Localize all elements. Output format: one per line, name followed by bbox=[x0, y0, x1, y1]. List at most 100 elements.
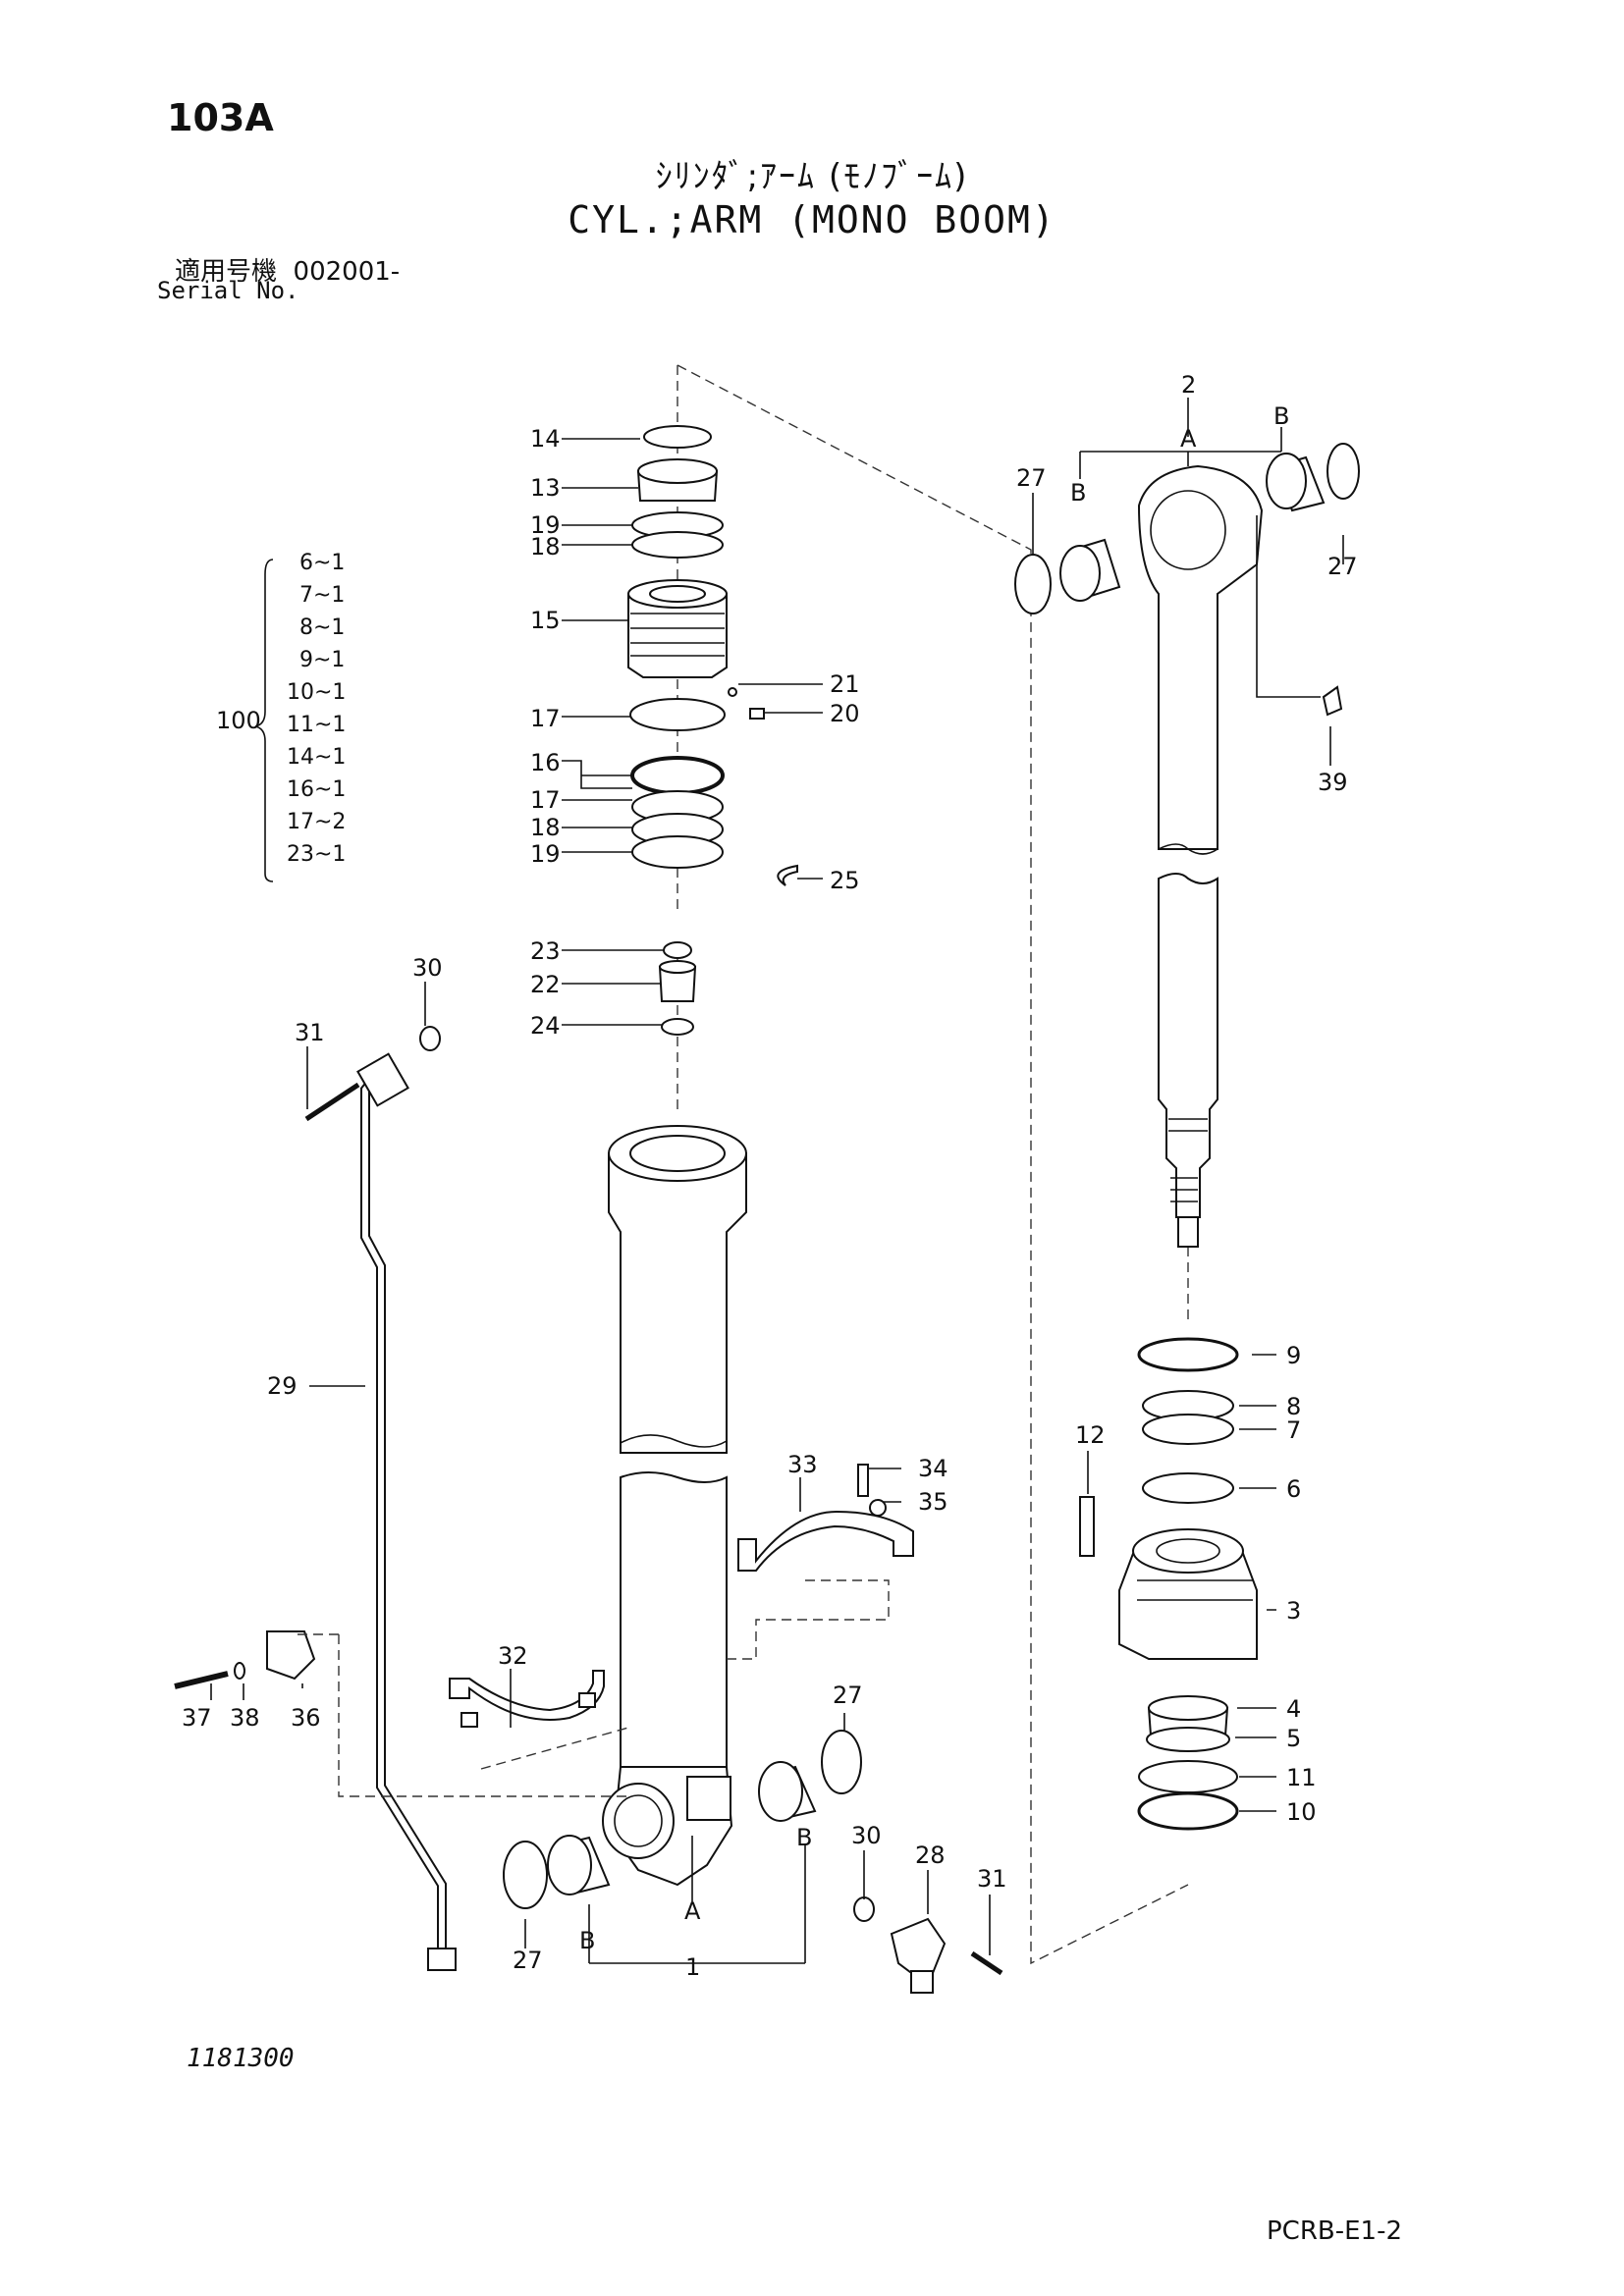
kit-item: 6~1 bbox=[299, 551, 345, 575]
kit-item: 8~1 bbox=[299, 615, 345, 640]
part-22-bushing bbox=[658, 960, 697, 1002]
part-bushing-rod-left bbox=[1059, 538, 1121, 602]
part-27-seal-rod-right bbox=[1326, 443, 1360, 500]
part-31-bolt-bottom bbox=[970, 1950, 1003, 1976]
callout-29: 29 bbox=[267, 1372, 298, 1400]
callout-36: 36 bbox=[291, 1704, 321, 1732]
title-japanese: ｼﾘﾝﾀﾞ;ｱｰﾑ (ﾓﾉﾌﾞｰﾑ) bbox=[655, 157, 969, 196]
callout-18-lower: 18 bbox=[530, 814, 561, 841]
part-31-bolt-left bbox=[304, 1082, 360, 1122]
part-17-16-18-19-seals bbox=[629, 698, 726, 869]
part-27-seal-left bbox=[503, 1841, 548, 1909]
part-3-piston bbox=[1118, 1528, 1258, 1660]
part-bushing-rod-right bbox=[1266, 453, 1326, 512]
serial-label-jp-text: 適用号機 bbox=[175, 257, 278, 287]
serial-label-english: Serial No. bbox=[157, 277, 299, 304]
kit-item: 23~1 bbox=[287, 842, 346, 867]
callout-2: 2 bbox=[1181, 371, 1196, 399]
callout-30-bottom: 30 bbox=[851, 1822, 882, 1849]
callout-28: 28 bbox=[915, 1842, 946, 1869]
page-number: 103A bbox=[167, 96, 274, 139]
callout-1: 1 bbox=[685, 1953, 700, 1981]
part-39-grease-fitting bbox=[1322, 685, 1343, 717]
callout-33: 33 bbox=[787, 1451, 818, 1478]
label-a-bottom: A bbox=[684, 1897, 701, 1925]
label-a-rod: A bbox=[1180, 425, 1197, 453]
callout-16: 16 bbox=[530, 749, 561, 776]
callout-19-lower: 19 bbox=[530, 840, 561, 868]
kit-item: 9~1 bbox=[299, 648, 345, 672]
part-13-wear-ring bbox=[636, 458, 719, 502]
callout-35: 35 bbox=[918, 1488, 948, 1516]
part-19-18-rings-top bbox=[631, 511, 724, 559]
label-b-bottom-left: B bbox=[579, 1927, 595, 1954]
part-11-10-rings bbox=[1137, 1760, 1239, 1831]
callout-14: 14 bbox=[530, 425, 561, 453]
assembly-path-right bbox=[677, 364, 1189, 1965]
callout-20: 20 bbox=[830, 700, 860, 727]
part-21-20-setscrew bbox=[728, 687, 765, 720]
part-23-ring bbox=[663, 941, 692, 959]
part-27-seal-rod-left bbox=[1014, 554, 1052, 614]
part-27-seal-right bbox=[821, 1730, 862, 1794]
kit-item: 16~1 bbox=[287, 777, 346, 802]
pipe-flange-top bbox=[356, 1052, 409, 1107]
part-6-ring bbox=[1142, 1472, 1234, 1504]
callout-32: 32 bbox=[498, 1642, 528, 1670]
part-30-oring-bottom bbox=[853, 1896, 875, 1922]
callout-12: 12 bbox=[1075, 1421, 1106, 1449]
callout-39: 39 bbox=[1318, 769, 1348, 796]
callout-6: 6 bbox=[1286, 1475, 1301, 1503]
callout-37: 37 bbox=[182, 1704, 212, 1732]
part-36-37-38-bracket-bolt bbox=[174, 1630, 316, 1689]
callout-8: 8 bbox=[1286, 1393, 1301, 1420]
title-english: CYL.;ARM (MONO BOOM) bbox=[568, 198, 1056, 241]
part-25-backup-ring bbox=[777, 864, 798, 886]
callout-9: 9 bbox=[1286, 1342, 1301, 1369]
kit-item: 14~1 bbox=[287, 745, 346, 770]
callout-11: 11 bbox=[1286, 1764, 1317, 1791]
callout-22: 22 bbox=[530, 971, 561, 998]
callout-18: 18 bbox=[530, 533, 561, 561]
callout-27-bottom-right: 27 bbox=[833, 1682, 863, 1709]
callout-4: 4 bbox=[1286, 1695, 1301, 1723]
callout-23: 23 bbox=[530, 937, 561, 965]
callout-19: 19 bbox=[530, 511, 561, 539]
part-bushing-right bbox=[758, 1761, 817, 1822]
callout-7: 7 bbox=[1286, 1416, 1301, 1444]
callout-30-left: 30 bbox=[412, 954, 443, 982]
kit-item: 7~1 bbox=[299, 583, 345, 608]
callout-15: 15 bbox=[530, 607, 561, 634]
callout-24: 24 bbox=[530, 1012, 561, 1040]
callout-31-left: 31 bbox=[295, 1019, 325, 1046]
part-12-bolt bbox=[1079, 1496, 1095, 1557]
kit-label: 100 bbox=[216, 707, 261, 734]
serial-value: 002001- bbox=[293, 257, 401, 287]
part-32-clamp bbox=[449, 1670, 605, 1728]
callout-21: 21 bbox=[830, 670, 860, 698]
serial-label-japanese: 適用号機 002001- bbox=[175, 251, 400, 288]
leader-lines bbox=[210, 398, 1344, 1964]
drawing-number: 1181300 bbox=[187, 2044, 295, 2073]
kit-item: 11~1 bbox=[287, 713, 346, 737]
callout-34: 34 bbox=[918, 1455, 948, 1482]
part-29-pipe bbox=[360, 1066, 457, 1971]
callout-27-rod-right: 27 bbox=[1327, 553, 1358, 580]
part-8-7-rings bbox=[1142, 1390, 1234, 1445]
kit-item: 10~1 bbox=[287, 680, 346, 705]
callout-13: 13 bbox=[530, 474, 561, 502]
callout-3: 3 bbox=[1286, 1597, 1301, 1625]
callout-25: 25 bbox=[830, 867, 860, 894]
callout-31-bottom: 31 bbox=[977, 1865, 1007, 1893]
cylinder-tube bbox=[602, 1125, 747, 1887]
label-b-bottom-right: B bbox=[796, 1824, 812, 1851]
leader-dashed bbox=[295, 1579, 890, 1797]
part-2-piston-rod bbox=[1137, 464, 1264, 1248]
callout-10: 10 bbox=[1286, 1798, 1317, 1826]
kit-item: 17~2 bbox=[287, 810, 346, 834]
part-24-ring bbox=[661, 1018, 694, 1036]
part-4-5-rings bbox=[1146, 1695, 1230, 1752]
part-30-oring-left bbox=[419, 1026, 441, 1051]
callout-27-rod-left: 27 bbox=[1016, 464, 1047, 492]
